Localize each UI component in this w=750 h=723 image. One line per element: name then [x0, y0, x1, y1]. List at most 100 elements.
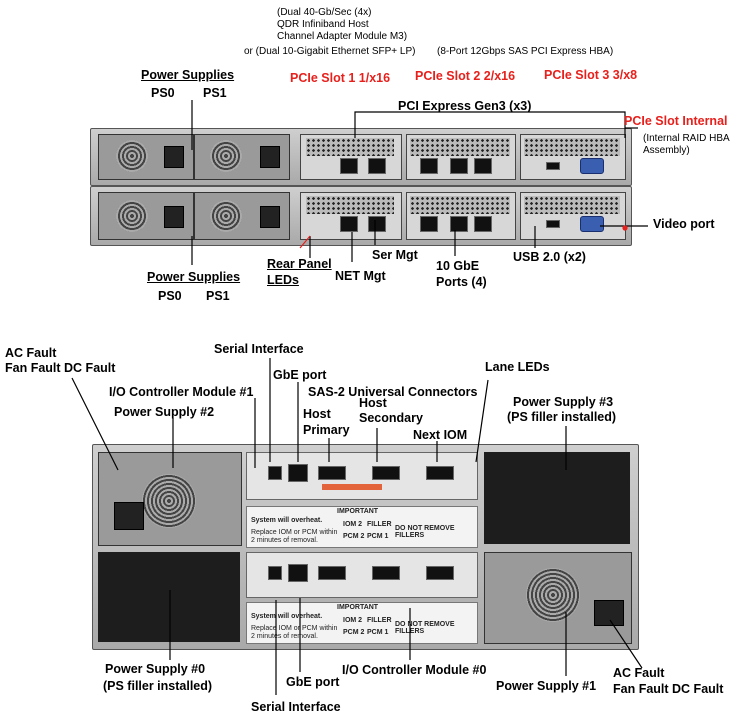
power-supply-3-filler [484, 452, 630, 544]
power-plug-icon [260, 206, 280, 228]
pcie-slot-2-label: PCIe Slot 2 2/x16 [415, 69, 516, 83]
pcie-slot-1-label: PCIe Slot 1 1/x16 [290, 71, 391, 85]
rear-panel-label-1: Rear Panel [267, 257, 332, 271]
important-text: IMPORTANT [337, 508, 379, 515]
ethernet-port [450, 158, 468, 174]
filler-cell: PCM 2 [343, 629, 365, 636]
overheat-text: System will overheat. [251, 517, 323, 524]
net-mgt-port [340, 158, 358, 174]
filler-label-upper: IMPORTANT System will overheat. Replace … [246, 506, 478, 548]
gbe-port-bottom-label: GbE port [286, 675, 340, 689]
filler-cell: PCM 2 [343, 533, 365, 540]
gbe-port-top-label: GbE port [273, 368, 327, 382]
power-supplies-label-top: Power Supplies [141, 68, 235, 82]
ten-gbe-label-2: Ports (4) [436, 275, 487, 289]
filler-cell: IOM 2 [343, 617, 363, 624]
hba-note: (8-Port 12Gbps SAS PCI Express HBA) [437, 46, 614, 57]
filler-cell: PCM 1 [367, 533, 389, 540]
power-supply-3-label-2: (PS filler installed) [507, 410, 617, 424]
ethernet-port [420, 158, 438, 174]
internal-raid-label-2: Assembly) [643, 145, 690, 156]
latch [322, 484, 382, 490]
gbe-port [288, 464, 308, 482]
power-supply-2-label: Power Supply #2 [114, 405, 215, 419]
replace-note-1: Replace IOM or PCM within [251, 625, 338, 632]
sas-connector [426, 566, 454, 580]
sas-connector [426, 466, 454, 480]
pcie-slot-internal-label: PCIe Slot Internal [624, 114, 728, 128]
hca-note-4: or (Dual 10-Gigabit Ethernet SFP+ LP) [244, 46, 416, 57]
vent [410, 196, 510, 214]
host-secondary-label-2: Secondary [359, 411, 423, 425]
power-plug-icon [114, 502, 144, 530]
net-mgt-label: NET Mgt [335, 269, 386, 283]
serial-port [268, 466, 282, 480]
fan-icon [116, 200, 148, 232]
fan-icon [210, 140, 242, 172]
host-primary-label-1: Host [303, 407, 331, 421]
fan-icon [116, 140, 148, 172]
fan-icon [210, 200, 242, 232]
gbe-port [288, 564, 308, 582]
ten-gbe-label-1: 10 GbE [436, 259, 480, 273]
replace-note-1: Replace IOM or PCM within [251, 529, 338, 536]
filler-cell: IOM 2 [343, 521, 363, 528]
usb-port [546, 220, 560, 228]
host-secondary-label-1: Host [359, 396, 387, 410]
ac-fault-right-1: AC Fault [613, 666, 665, 680]
important-text: IMPORTANT [337, 604, 379, 611]
vent [524, 196, 620, 214]
fan-icon [142, 474, 196, 528]
ethernet-port [474, 158, 492, 174]
fan-icon [526, 568, 580, 622]
usb-port [546, 162, 560, 170]
vga-port [580, 158, 604, 174]
serial-interface-bottom-label: Serial Interface [251, 700, 341, 714]
replace-note-2: 2 minutes of removal. [251, 537, 318, 544]
power-supply-0-label-2: (PS filler installed) [103, 679, 213, 693]
pcie-slot-3-label: PCIe Slot 3 3/x8 [544, 68, 638, 82]
serial-port [268, 566, 282, 580]
io-module-0-label: I/O Controller Module #0 [342, 663, 487, 677]
replace-note-2: 2 minutes of removal. [251, 633, 318, 640]
vga-port [580, 216, 604, 232]
ethernet-port [420, 216, 438, 232]
internal-raid-label-1: (Internal RAID HBA [643, 133, 730, 144]
sas-connector [318, 566, 346, 580]
ps1-label-bottom: PS1 [206, 289, 230, 303]
storage-rear-image: IMPORTANT System will overheat. Replace … [92, 444, 639, 650]
filler-cell: FILLER [367, 617, 392, 624]
power-supplies-label-bottom: Power Supplies [147, 270, 241, 284]
filler-cell: PCM 1 [367, 629, 389, 636]
power-plug-icon [164, 206, 184, 228]
ser-mgt-port [368, 158, 386, 174]
power-supply-1-label: Power Supply #1 [496, 679, 597, 693]
io-module-1-label: I/O Controller Module #1 [109, 385, 254, 399]
video-port-label: Video port [653, 217, 715, 231]
ps0-label-top: PS0 [151, 86, 175, 100]
server-rear-image [90, 128, 632, 248]
power-supply-0-label-1: Power Supply #0 [105, 662, 206, 676]
hca-note-3: Channel Adapter Module M3) [277, 31, 408, 42]
pci-express-gen3-label: PCI Express Gen3 (x3) [398, 99, 532, 113]
vent [524, 138, 620, 156]
do-not-remove-text: DO NOT REMOVE FILLERS [395, 525, 455, 539]
lane-leds-label: Lane LEDs [485, 360, 550, 374]
power-supply-3-label-1: Power Supply #3 [513, 395, 614, 409]
hca-note-1: (Dual 40-Gb/Sec (4x) [277, 7, 372, 18]
usb-label: USB 2.0 (x2) [513, 250, 586, 264]
overheat-text: System will overheat. [251, 613, 323, 620]
vent [306, 138, 394, 156]
ps0-label-bottom: PS0 [158, 289, 182, 303]
filler-cell: FILLER [367, 521, 392, 528]
ac-fault-left-1: AC Fault [5, 346, 57, 360]
filler-label-lower: IMPORTANT System will overheat. Replace … [246, 602, 478, 644]
ac-fault-left-2: Fan Fault DC Fault [5, 361, 116, 375]
power-plug-icon [594, 600, 624, 626]
power-supply-0-filler [98, 552, 240, 642]
host-primary-label-2: Primary [303, 423, 350, 437]
ethernet-port [450, 216, 468, 232]
vent [306, 196, 394, 214]
hca-note-2: QDR Infiniband Host [277, 19, 369, 30]
